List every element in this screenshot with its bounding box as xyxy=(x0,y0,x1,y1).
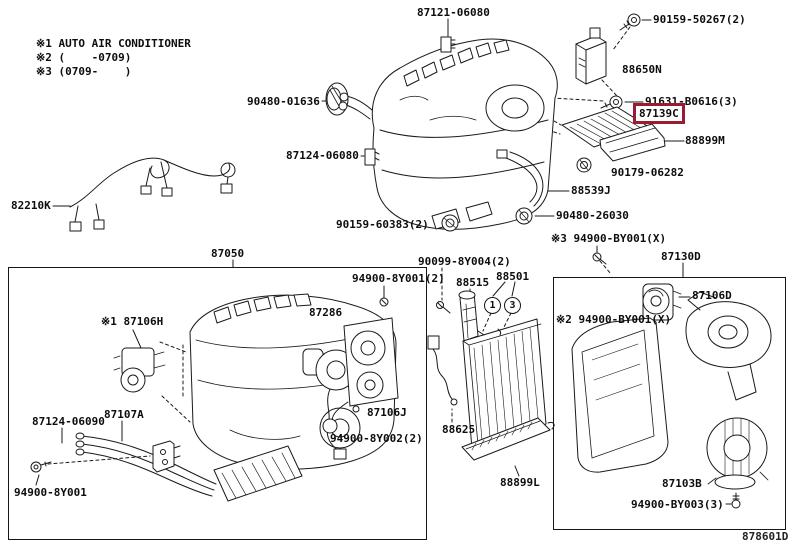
water-hose-drawing xyxy=(496,149,544,207)
part-label-90159-60383[interactable]: 90159-60383(2) xyxy=(336,218,429,231)
part-label-87286[interactable]: 87286 xyxy=(309,306,343,319)
dashed-lines xyxy=(47,26,651,465)
legend-line-2: ※2 ( -0709) xyxy=(36,51,132,64)
part-label-90480-26030[interactable]: 90480-26030 xyxy=(556,209,629,222)
part-label-94900-8Y001[interactable]: 94900-8Y001 xyxy=(14,486,87,499)
part-label-88899L[interactable]: 88899L xyxy=(500,476,540,489)
screw-drawing-91631 xyxy=(600,95,623,109)
drain-pipe-drawing xyxy=(461,417,555,461)
part-label-91631-B0616[interactable]: 91631-B0616(3) xyxy=(645,95,738,108)
nut-drawing-90159-60383 xyxy=(441,214,459,232)
part-label-88539J[interactable]: 88539J xyxy=(571,184,611,197)
legend-line-1: ※1 AUTO AIR CONDITIONER xyxy=(36,37,191,50)
blower-housing-drawing xyxy=(685,291,772,401)
evaporator-drawing-88501 xyxy=(462,318,547,450)
part-label-87050[interactable]: 87050 xyxy=(211,247,245,260)
callout-1: 1 xyxy=(484,297,501,314)
part-label-87106J[interactable]: 87106J xyxy=(367,406,407,419)
clip-drawing-87124 xyxy=(364,148,380,166)
part-label-90099-8Y004[interactable]: 90099-8Y004(2) xyxy=(418,255,511,268)
part-label-87103B[interactable]: 87103B xyxy=(662,477,702,490)
grommet-drawing-90179 xyxy=(576,157,592,173)
servo-drawing-87106D xyxy=(642,283,682,321)
screw-drawing-note3 xyxy=(592,252,607,265)
callout-3: 3 xyxy=(504,297,521,314)
screw-drawing-94900-BY003 xyxy=(731,492,741,509)
servo-cluster-drawing xyxy=(322,317,399,434)
screw-drawing-90159-50267 xyxy=(619,13,641,31)
heater-unit-drawing xyxy=(338,38,558,230)
part-label-88650N[interactable]: 88650N xyxy=(622,63,662,76)
legend-line-3: ※3 (0709- ) xyxy=(36,65,132,78)
part-label-90159-50267[interactable]: 90159-50267(2) xyxy=(653,13,746,26)
filter-cover-drawing xyxy=(599,123,666,162)
clip-drawing-87121 xyxy=(440,36,456,53)
screw-drawing-94900-8Y001-2 xyxy=(379,297,389,307)
heater-assembly-box xyxy=(8,267,427,540)
part-label-87130D[interactable]: 87130D xyxy=(661,250,701,263)
part-label-94900-BY003[interactable]: 94900-BY003(3) xyxy=(631,498,724,511)
part-label-87107A[interactable]: 87107A xyxy=(104,408,144,421)
amplifier-drawing-88650N xyxy=(575,27,607,85)
part-label-87121-06080[interactable]: 87121-06080 xyxy=(417,6,490,19)
wire-harness-drawing xyxy=(69,157,236,232)
aspirator-drawing-87286 xyxy=(302,348,357,460)
diagram-id: 878601D xyxy=(742,530,789,543)
screw-drawing-94900-8Y001 xyxy=(30,461,52,473)
pipe-clamp-drawing xyxy=(152,440,181,473)
blower-assembly-box xyxy=(553,277,786,530)
part-label-94900-8Y001-2[interactable]: 94900-8Y001(2) xyxy=(352,272,445,285)
screw-drawing-90099-8Y004 xyxy=(436,301,451,314)
part-label-88899M[interactable]: 88899M xyxy=(685,134,725,147)
blower-case-drawing xyxy=(571,317,669,473)
part-label-88625[interactable]: 88625 xyxy=(442,423,476,436)
part-label-94900-BY001-note2[interactable]: ※2 94900-BY001(X) xyxy=(556,313,672,326)
part-label-94900-8Y002[interactable]: 94900-8Y002(2) xyxy=(330,432,423,445)
part-label-87124-06080[interactable]: 87124-06080 xyxy=(286,149,359,162)
tube-drawing-88515 xyxy=(458,290,479,342)
heater-core-drawing xyxy=(75,432,303,502)
part-label-88501[interactable]: 88501 xyxy=(496,270,530,283)
part-label-87106D[interactable]: 87106D xyxy=(692,289,732,302)
part-label-87124-06090[interactable]: 87124-06090 xyxy=(32,415,105,428)
part-label-88515[interactable]: 88515 xyxy=(456,276,490,289)
servo-drawing-87106H xyxy=(113,347,166,393)
part-label-87106H[interactable]: ※1 87106H xyxy=(101,315,164,328)
legend: ※1 AUTO AIR CONDITIONER ※2 ( -0709) ※3 (… xyxy=(36,37,191,79)
thermistor-drawing-88625 xyxy=(427,335,458,406)
part-label-82210K[interactable]: 82210K xyxy=(11,199,51,212)
blower-motor-drawing xyxy=(706,417,769,490)
part-label-90480-01636[interactable]: 90480-01636 xyxy=(247,95,320,108)
part-label-90179-06282[interactable]: 90179-06282 xyxy=(611,166,684,179)
highlighted-part-label-87139C[interactable]: 87139C xyxy=(633,103,685,124)
part-label-94900-BY001-note3[interactable]: ※3 94900-BY001(X) xyxy=(551,232,667,245)
grommet-drawing-90480-26030 xyxy=(515,207,533,225)
